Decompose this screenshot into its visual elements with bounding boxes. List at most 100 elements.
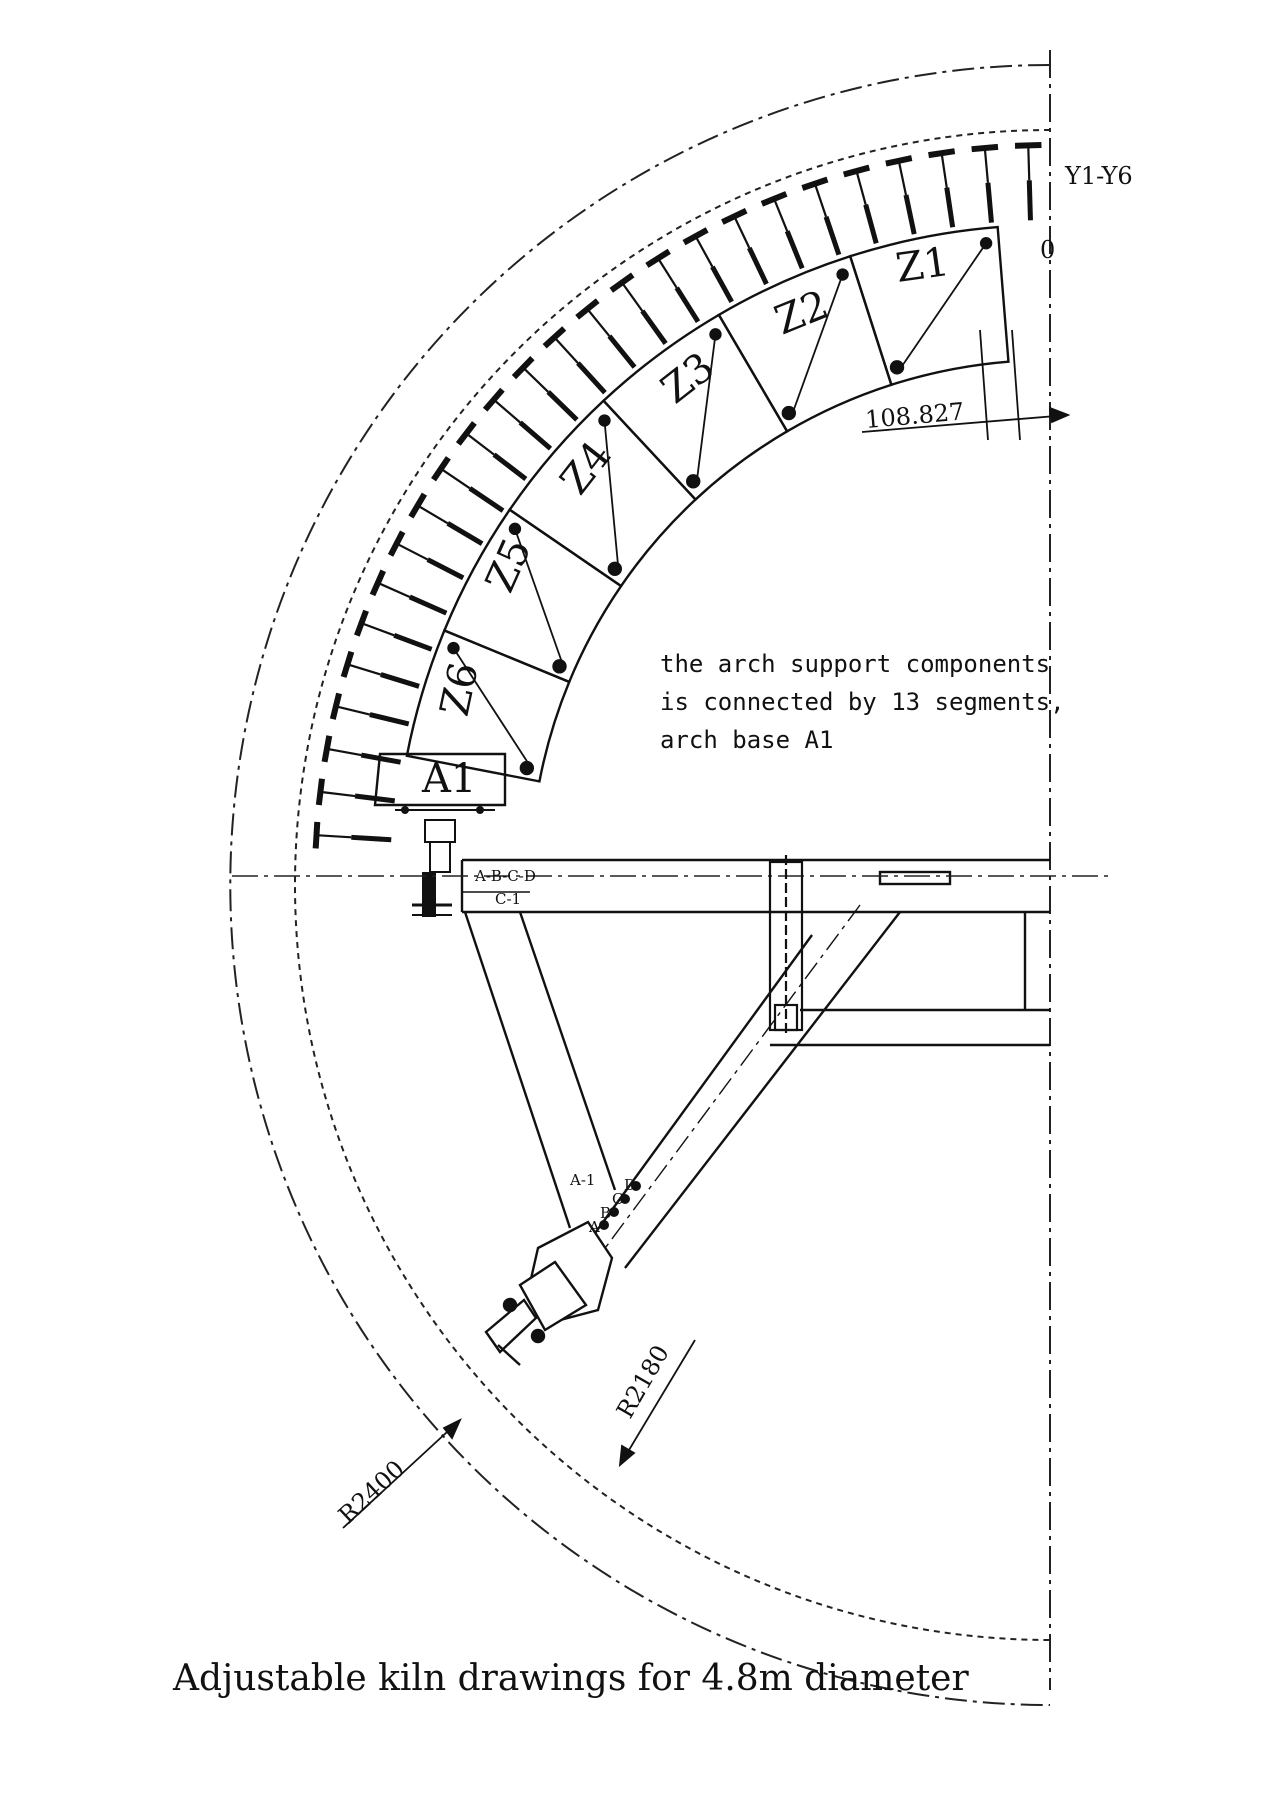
dimension-value: 108.827 xyxy=(864,397,965,434)
t-segment-stem xyxy=(468,486,505,513)
t-segment-stem xyxy=(546,390,579,422)
t-segment-web xyxy=(773,198,789,232)
radius-callout-outer xyxy=(342,1418,462,1529)
support-struts xyxy=(463,904,901,1269)
t-segment-web xyxy=(657,257,678,289)
segment-brace xyxy=(901,242,987,367)
t-segment-web xyxy=(326,747,362,757)
base-label-a1: A1 xyxy=(421,756,476,802)
hole-label-b: B xyxy=(600,1204,611,1222)
segment-brace xyxy=(514,528,563,662)
t-segment-web xyxy=(553,336,579,364)
t-segment-web xyxy=(347,663,382,676)
segment-label-z1: Z1 xyxy=(893,239,952,292)
segment-brace xyxy=(603,420,619,565)
t-segment-web xyxy=(440,467,471,490)
segment-pin xyxy=(552,659,567,674)
hole-label-d: D xyxy=(624,1176,636,1194)
t-segment-web xyxy=(377,581,411,598)
t-segment-stem xyxy=(408,594,448,616)
segment-pin xyxy=(686,474,701,489)
segment-pin xyxy=(607,561,623,576)
t-segment-web xyxy=(522,366,549,393)
t-segment-stem xyxy=(369,712,410,727)
t-segment-stem xyxy=(674,286,701,324)
hole-label-c: C xyxy=(612,1190,623,1208)
arch-segment-blocks xyxy=(405,225,1010,783)
t-segment-stem xyxy=(360,752,402,765)
arch-base-a1 xyxy=(373,752,507,917)
drawing-title: Adjustable kiln drawings for 4.8m diamet… xyxy=(172,1658,969,1699)
t-segment-stem xyxy=(576,361,607,395)
t-segment-web xyxy=(360,622,395,637)
t-segment-stem xyxy=(492,452,528,481)
t-segment-web xyxy=(417,504,449,525)
t-segment-stem xyxy=(1026,180,1033,221)
t-segment-stem xyxy=(426,557,465,581)
segment-brace xyxy=(452,647,529,764)
t-segment-stem xyxy=(393,632,433,652)
t-segment-web xyxy=(733,215,751,249)
t-segment-web xyxy=(694,235,714,268)
zero-label: 0 xyxy=(1040,236,1055,264)
note-line-2: is connected by 13 segments, xyxy=(660,688,1065,716)
inner-radius-arc xyxy=(294,129,1051,1641)
t-segment-stem xyxy=(607,334,637,369)
segment-pin xyxy=(781,405,797,421)
t-segment-stem xyxy=(518,420,553,451)
t-segment-web xyxy=(320,790,356,798)
t-segment-stem xyxy=(747,246,769,286)
beam-vertical-post xyxy=(768,855,804,1035)
hole-label-a: A xyxy=(588,1218,600,1236)
radius-label-r2400: R2400 xyxy=(333,1455,410,1529)
t-segment-web xyxy=(586,308,611,337)
t-segment-stem xyxy=(710,265,734,304)
beam-label-abcd: A-B-C-D xyxy=(474,867,536,885)
t-segment-stem xyxy=(784,230,805,270)
t-segment-web xyxy=(940,152,948,188)
note-line-3: arch base A1 xyxy=(660,726,833,754)
arch-segment-block xyxy=(601,313,789,502)
segment-brace xyxy=(696,334,717,478)
horizontal-beam xyxy=(460,858,1050,1047)
t-segment-web xyxy=(396,542,429,561)
t-segment-web xyxy=(897,160,908,196)
t-segment-web xyxy=(983,147,990,183)
top-label-y1-y6: Y1-Y6 xyxy=(1064,162,1133,190)
t-segment-stem xyxy=(823,215,842,256)
segment-pin xyxy=(519,760,535,776)
adjustment-holes xyxy=(599,1181,641,1230)
t-segment-stem xyxy=(903,194,917,235)
note-line-1: the arch support components xyxy=(660,650,1050,678)
dimension-line xyxy=(861,329,1071,441)
segment-label-z6: Z6 xyxy=(432,658,488,720)
segment-pin xyxy=(889,360,905,375)
beam-label-c1: C-1 xyxy=(495,890,521,908)
strut-label-a1: A-1 xyxy=(569,1171,595,1189)
radius-label-r2180: R2180 xyxy=(611,1340,675,1423)
t-segment-web xyxy=(813,183,828,218)
arch-segment-block xyxy=(405,628,571,783)
outer-t-segments xyxy=(312,142,1042,849)
t-segment-web xyxy=(316,834,352,839)
segment-brace xyxy=(792,274,844,411)
t-segment-web xyxy=(492,398,521,424)
t-segment-web xyxy=(1027,145,1031,181)
segment-label-z2: Z2 xyxy=(769,282,836,345)
t-segment-stem xyxy=(380,672,420,689)
t-segment-stem xyxy=(944,187,956,228)
segment-label-z5: Z5 xyxy=(477,532,541,599)
t-segment-web xyxy=(335,705,371,716)
t-segment-web xyxy=(621,281,644,312)
t-segment-stem xyxy=(640,309,668,345)
t-segment-web xyxy=(465,432,495,456)
t-segment-stem xyxy=(985,182,994,223)
arch-segment-block xyxy=(508,399,698,588)
adjustable-foot xyxy=(484,1220,614,1366)
t-segment-stem xyxy=(863,204,879,244)
t-segment-stem xyxy=(446,521,484,546)
t-segment-web xyxy=(855,170,867,205)
radius-callout-inner xyxy=(618,1339,696,1468)
t-segment-stem xyxy=(351,834,392,843)
